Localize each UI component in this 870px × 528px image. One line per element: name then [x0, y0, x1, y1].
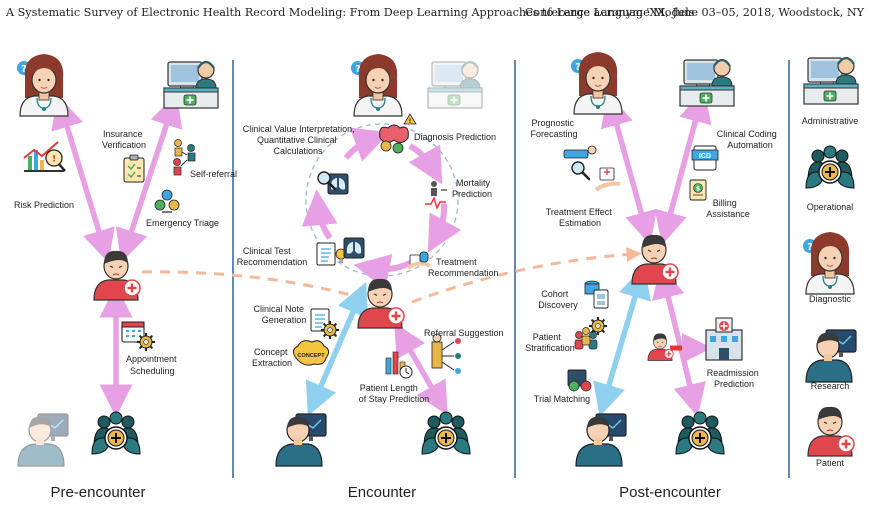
label-length-of-stay-prediction: Patient Length of Stay Prediction [359, 383, 430, 404]
trial-matching-icon [567, 369, 592, 392]
conference-info: Conference acronym 'XX, June 03–05, 2018… [524, 6, 864, 19]
label-treatment-effect-estimation: Treatment Effect Estimation [546, 207, 615, 228]
icd-coding-icon: ICD [691, 145, 719, 171]
readmission-patient-icon [647, 332, 674, 362]
legend-label-research: Research [811, 381, 850, 391]
label-clinical-note-generation: Clinical Note Generation [253, 304, 306, 325]
patient-journey-path-1 [141, 270, 363, 300]
section-title-post-encounter: Post-encounter [619, 484, 721, 501]
legend-administrative-icon [802, 56, 860, 106]
treatment-hand-icon [406, 251, 431, 270]
concept-extraction-icon: CONCEPT [292, 340, 330, 366]
referral-icon [431, 333, 461, 374]
administrative-icon-pre [162, 60, 220, 110]
svg-text:!: ! [52, 155, 56, 165]
section-title-pre-encounter: Pre-encounter [50, 484, 145, 501]
prognostic-icon [563, 145, 597, 181]
label-prognostic-forecasting: Prognostic Forecasting [530, 118, 577, 139]
cohort-database-icon [584, 280, 609, 309]
legend-label-diagnostic: Diagnostic [809, 294, 852, 304]
icd-badge-label: ICD [699, 153, 711, 160]
research-icon-enc [275, 413, 327, 467]
hospital-icon [705, 317, 743, 361]
test-clipboard-icon [316, 242, 336, 266]
arrow-doctor-to-patient-pre [51, 95, 115, 263]
calendar-icon [121, 321, 145, 343]
label-appointment-scheduling: Appointment Scheduling [126, 354, 179, 376]
diagnosis-organ-icon: ! [379, 113, 417, 154]
cycle-arrow-5 [301, 189, 338, 240]
label-treatment-recommendation: Treatment Recommendation [428, 257, 499, 278]
arrow-admin-to-patient-pre [115, 93, 183, 263]
label-billing-assistance: Billing Assistance [706, 198, 750, 219]
triage-icon [154, 189, 180, 213]
legend-label-administrative: Administrative [802, 116, 859, 126]
cycle-arrow-2 [408, 143, 443, 185]
patient-icon-pre [92, 249, 142, 302]
arrow-patient-to-research-enc [305, 281, 369, 417]
legend-operational-icon [805, 145, 855, 189]
concept-badge-label: CONCEPT [297, 353, 325, 359]
label-cohort-discovery: Cohort Discovery [538, 289, 578, 310]
patient-icon-enc [356, 277, 406, 330]
legend-label-patient: Patient [816, 458, 845, 468]
legend-diagnostic-icon [803, 231, 855, 295]
xray-icon-test [343, 237, 365, 259]
label-readmission-prediction: Readmission Prediction [707, 368, 762, 389]
label-diagnosis-prediction: Diagnosis Prediction [414, 132, 496, 142]
cycle-arrow-4 [353, 254, 414, 290]
arrow-admin-to-patient-post [654, 89, 712, 245]
cycle-arrow-1 [343, 127, 390, 162]
administrative-icon-post [678, 58, 736, 108]
patient-journey-path-2 [411, 247, 642, 304]
label-clinical-coding-automation: Clinical Coding Automation [717, 129, 780, 150]
insurance-clipboard-icon [123, 154, 145, 183]
arrow-doctor-to-patient-post [600, 93, 658, 245]
billing-badge-label: $ [696, 185, 701, 193]
label-concept-extraction: Concept Extraction [252, 347, 292, 368]
section-title-encounter: Encounter [348, 484, 416, 501]
billing-icon: $ [689, 179, 707, 201]
legend-research-icon [805, 329, 857, 383]
svg-text:!: ! [409, 118, 412, 125]
mortality-icon [425, 181, 447, 210]
page-header: A Systematic Survey of Electronic Health… [0, 6, 870, 24]
operational-team-icon-pre [91, 411, 141, 455]
research-icon-pre [17, 413, 69, 467]
label-self-referral: Self-referral [190, 169, 237, 179]
label-trial-matching: Trial Matching [534, 394, 590, 404]
legend-label-operational: Operational [807, 202, 854, 212]
stratification-icon [574, 316, 608, 350]
label-insurance-verification: Insurance Verification [102, 129, 146, 150]
paper-title: A Systematic Survey of Electronic Health… [6, 6, 695, 19]
label-mortality-prediction: Mortality Prediction [452, 178, 493, 199]
arrow-patient-to-team-enc [394, 322, 448, 416]
label-clinical-test-recommendation: Clinical Test Recommendation [237, 246, 308, 267]
label-clinical-value-interpretation: Clinical Value Interpretation, Quantitat… [243, 124, 357, 156]
cycle-arrow-3 [427, 203, 462, 253]
arrow-patient-to-team-post [652, 265, 706, 417]
patient-icon-post [630, 233, 680, 286]
length-of-stay-icon [385, 351, 413, 379]
gear-icon-pre [136, 332, 156, 352]
risk-chart-icon: ! [23, 141, 66, 172]
legend-patient-icon [806, 405, 856, 458]
arrow-patient-to-research-post [593, 265, 651, 417]
self-referral-icon [173, 139, 196, 176]
label-emergency-triage: Emergency Triage [146, 218, 219, 228]
label-patient-stratification: Patient Stratification [525, 332, 575, 353]
label-risk-prediction: Risk Prediction [14, 200, 74, 210]
operational-team-icon-post [675, 411, 725, 455]
operational-team-icon-enc [421, 411, 471, 455]
label-referral-suggestion: Referral Suggestion [424, 328, 504, 338]
administrative-icon-enc [426, 60, 484, 110]
treatment-effect-icon [594, 167, 621, 192]
note-generation-icon [310, 308, 340, 340]
research-icon-post [575, 413, 627, 467]
